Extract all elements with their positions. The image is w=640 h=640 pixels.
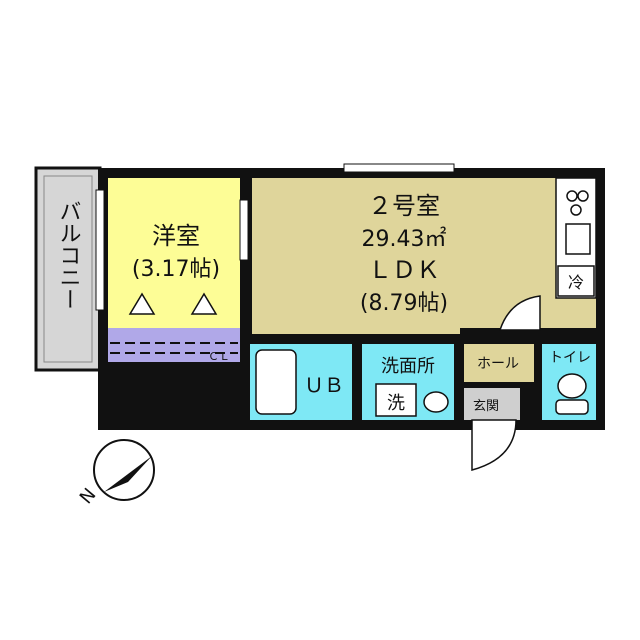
washer-label: 洗 (387, 393, 405, 414)
closet (108, 328, 240, 362)
window (343, 163, 455, 173)
ldk-name: ＬＤＫ (368, 256, 440, 284)
entrance (464, 388, 520, 420)
compass-north-label: N (76, 484, 101, 508)
bath-label: ＵＢ (304, 373, 344, 397)
fridge-space (557, 265, 595, 297)
washer-space (375, 383, 417, 417)
western-room (108, 178, 240, 328)
entrance-label: 玄関 (473, 399, 499, 414)
closet-label: ＣＬ (208, 350, 230, 363)
hall-label: ホール (477, 356, 519, 372)
ldk-size: (8.79帖) (360, 291, 448, 316)
unit-area: 29.43㎡ (362, 226, 447, 252)
compass: N (76, 439, 155, 508)
balcony-label: バルコニー (56, 200, 81, 310)
hall (464, 344, 534, 382)
fridge-label: 冷 (568, 273, 584, 292)
window (239, 199, 249, 261)
toilet-label: トイレ (549, 350, 591, 366)
ldk-door (498, 295, 541, 331)
western-room-size: (3.17帖) (132, 257, 220, 282)
unit-name: ２号室 (368, 192, 440, 220)
western-room-name: 洋室 (152, 222, 200, 250)
washroom-label: 洗面所 (381, 356, 435, 377)
window (95, 189, 105, 311)
entrance-door (471, 419, 517, 471)
